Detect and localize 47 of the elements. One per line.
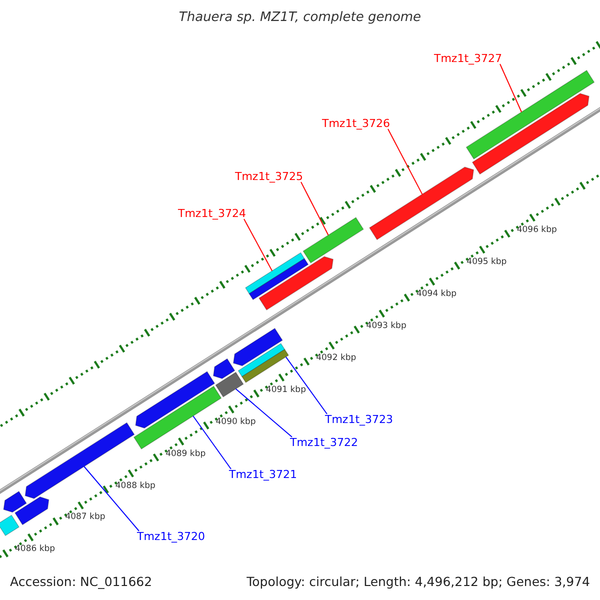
gene-pointed-feature xyxy=(24,422,135,499)
gene-pointed-feature xyxy=(212,358,236,380)
leader-line xyxy=(285,356,328,414)
gene-pointed-feature xyxy=(135,371,216,429)
scale-label: 4091 kbp xyxy=(266,386,306,394)
gene-label: Tmz1t_3726 xyxy=(322,118,390,129)
gene-feature xyxy=(0,514,20,536)
scale-label: 4089 kbp xyxy=(166,450,206,458)
gene-pointed-feature xyxy=(232,328,283,366)
gene-feature xyxy=(241,348,290,384)
scale-label: 4095 kbp xyxy=(466,258,507,266)
scale-label: 4088 kbp xyxy=(115,482,156,490)
gene-feature xyxy=(466,70,595,160)
gene-feature xyxy=(244,252,305,294)
gene-feature xyxy=(238,342,286,378)
gene-label: Tmz1t_3720 xyxy=(137,531,206,542)
leader-line xyxy=(500,64,522,112)
gene-pointed-feature xyxy=(368,166,474,240)
title: Thauera sp. MZ1T, complete genome xyxy=(178,11,422,24)
scale-label: 4093 kbp xyxy=(366,322,406,330)
scale-label: 4090 kbp xyxy=(216,418,256,426)
leader-line xyxy=(300,182,329,236)
scale-label: 4092 kbp xyxy=(316,354,356,362)
scale-label: 4087 kbp xyxy=(65,513,106,522)
accession-text: Accession: NC_011662 xyxy=(10,576,152,588)
scale-label: 4094 kbp xyxy=(416,290,457,298)
scale-label: 4086 kbp xyxy=(15,545,56,554)
gene-feature xyxy=(215,372,244,398)
topology-text: Topology: circular; Length: 4,496,212 bp; Genes: 3,974 xyxy=(246,576,590,588)
leader-line xyxy=(192,416,232,470)
leader-line xyxy=(244,218,273,272)
gene-label: Tmz1t_3722 xyxy=(290,437,358,448)
gene-pointed-feature xyxy=(258,256,334,310)
gene-pointed-feature xyxy=(14,496,50,526)
leader-line xyxy=(388,128,423,195)
gene-label: Tmz1t_3724 xyxy=(178,208,246,219)
leader-line xyxy=(235,388,292,438)
gene-label: Tmz1t_3721 xyxy=(229,469,298,480)
gene-pointed-feature xyxy=(472,93,590,175)
gene-label: Tmz1t_3727 xyxy=(434,53,502,64)
scale-label: 4096 kbp xyxy=(516,226,557,234)
gene-label: Tmz1t_3725 xyxy=(235,171,304,182)
gene-label: Tmz1t_3723 xyxy=(325,414,394,425)
gene-pointed-feature xyxy=(3,490,27,513)
gene-feature xyxy=(302,216,364,264)
leader-line xyxy=(84,466,140,532)
gene-feature xyxy=(248,258,309,300)
